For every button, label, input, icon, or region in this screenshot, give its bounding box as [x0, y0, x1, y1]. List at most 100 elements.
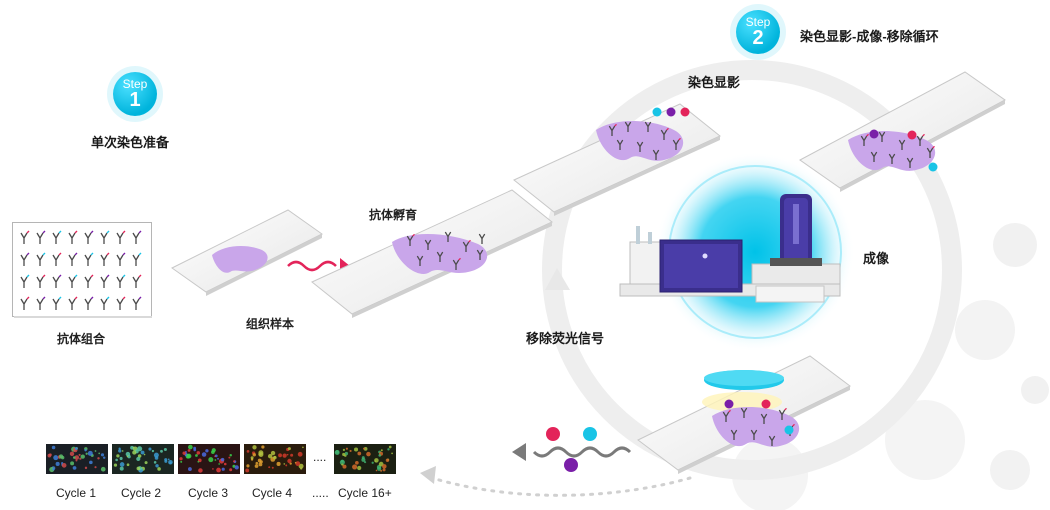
step2-word: Step	[745, 15, 771, 29]
incubation-slide	[311, 189, 553, 318]
thumb-speckle	[100, 453, 105, 457]
antibody-glyph	[624, 121, 632, 132]
thumb-speckle	[268, 466, 271, 469]
release-arrow	[532, 446, 632, 458]
decor-circle	[885, 400, 965, 480]
thumb-speckle	[258, 462, 263, 467]
dye-dot	[652, 107, 662, 117]
thumb-speckle	[382, 468, 386, 472]
released-dye	[546, 427, 560, 441]
antibody-tag	[90, 296, 94, 300]
cycle-arrow-head	[545, 268, 570, 290]
antibody-glyph	[652, 149, 660, 160]
thumb-speckle	[267, 453, 273, 459]
step2-number: 2	[752, 27, 764, 49]
thumb-speckle	[52, 468, 55, 471]
thumb-speckle	[113, 463, 118, 467]
thumb-speckle	[75, 459, 78, 462]
antibody-tag	[678, 137, 681, 141]
thumb-speckle	[366, 451, 371, 457]
thumb-speckle	[167, 458, 170, 461]
antibody-tag	[90, 274, 94, 278]
thumb-speckle	[69, 451, 75, 457]
cycle-label-3: Cycle 3	[188, 486, 229, 500]
antibody-tag	[26, 274, 30, 278]
thumb-speckle	[94, 466, 97, 469]
imaging-slide	[799, 71, 1006, 192]
antibody-glyph	[898, 139, 906, 150]
antibody-tag	[138, 296, 142, 300]
antibody-glyph	[424, 239, 432, 250]
thumb-speckle	[378, 454, 382, 457]
thumb-speckle	[377, 466, 382, 471]
imaging-instrument	[619, 194, 841, 303]
thumb-speckle	[349, 449, 352, 453]
thumb-speckle	[354, 447, 359, 452]
antibody-tag	[122, 296, 126, 300]
decor-circle	[990, 450, 1030, 490]
antibody-glyph	[644, 121, 652, 132]
antibody-tag	[106, 230, 110, 234]
antibody-glyph	[760, 413, 768, 424]
thumb-speckle	[153, 461, 157, 464]
released-dye	[564, 458, 578, 472]
antibody-tag	[26, 252, 30, 256]
antibody-glyph	[20, 232, 28, 244]
antibody-tag	[74, 252, 78, 256]
step1-title: 单次染色准备	[91, 135, 170, 150]
thumb-speckle	[127, 454, 131, 459]
antibody-glyph	[888, 153, 896, 164]
antibody-tag	[412, 233, 415, 237]
antibody-glyph	[462, 241, 470, 252]
thumb-speckle	[374, 458, 379, 463]
thumb-speckle	[385, 458, 390, 463]
cycle-thumbnails	[46, 444, 396, 474]
thumb-speckle	[47, 453, 52, 458]
thumb-speckle	[151, 449, 155, 453]
thumb-speckle	[295, 461, 301, 466]
dye-dot	[724, 399, 734, 409]
dye-dot	[666, 107, 676, 117]
antibody-glyph	[52, 276, 60, 288]
thumb-speckle	[246, 450, 250, 453]
thumb-speckle	[220, 457, 225, 462]
thumb-speckle	[164, 459, 168, 463]
thumb-speckle	[102, 456, 106, 459]
thumb-speckle	[80, 454, 85, 459]
antibody-glyph	[100, 276, 108, 288]
thumb-speckle	[132, 450, 137, 455]
thumb-speckle	[154, 456, 159, 460]
tissue-sample-label: 组织样本	[246, 317, 295, 331]
antibody-incubation-label: 抗体孵育	[369, 208, 418, 222]
thumb-speckle	[246, 464, 250, 468]
tissue-shape	[212, 245, 268, 273]
cycle-label-2: Cycle 2	[121, 486, 162, 500]
antibody-glyph	[660, 129, 668, 140]
thumb-speckle	[334, 449, 340, 455]
thumb-speckle	[188, 444, 193, 450]
antibody-glyph	[84, 276, 92, 288]
antibody-tag	[26, 230, 30, 234]
thumb-speckle	[119, 462, 125, 467]
thumb-speckle	[302, 446, 304, 449]
thumb-speckle	[79, 457, 82, 460]
thumb-speckle	[155, 464, 159, 468]
thumb-speckle	[84, 449, 87, 452]
thumb-speckle	[72, 466, 77, 470]
thumb-speckle	[391, 452, 393, 455]
thumb-speckle	[285, 464, 288, 467]
step1-badge: Step 1	[113, 72, 157, 116]
thumb-speckle	[179, 457, 183, 461]
antibody-tag	[122, 252, 126, 256]
antibody-glyph	[20, 254, 28, 266]
thumb-speckle	[211, 450, 215, 455]
antibody-tag	[90, 252, 94, 256]
antibody-glyph	[52, 232, 60, 244]
thumb-speckle	[130, 445, 134, 450]
thumb-speckle	[287, 447, 291, 451]
thumb-speckle	[344, 451, 349, 456]
thumb-speckle	[294, 461, 297, 464]
antibody-glyph	[740, 407, 748, 418]
thumb-speckle	[382, 464, 387, 469]
